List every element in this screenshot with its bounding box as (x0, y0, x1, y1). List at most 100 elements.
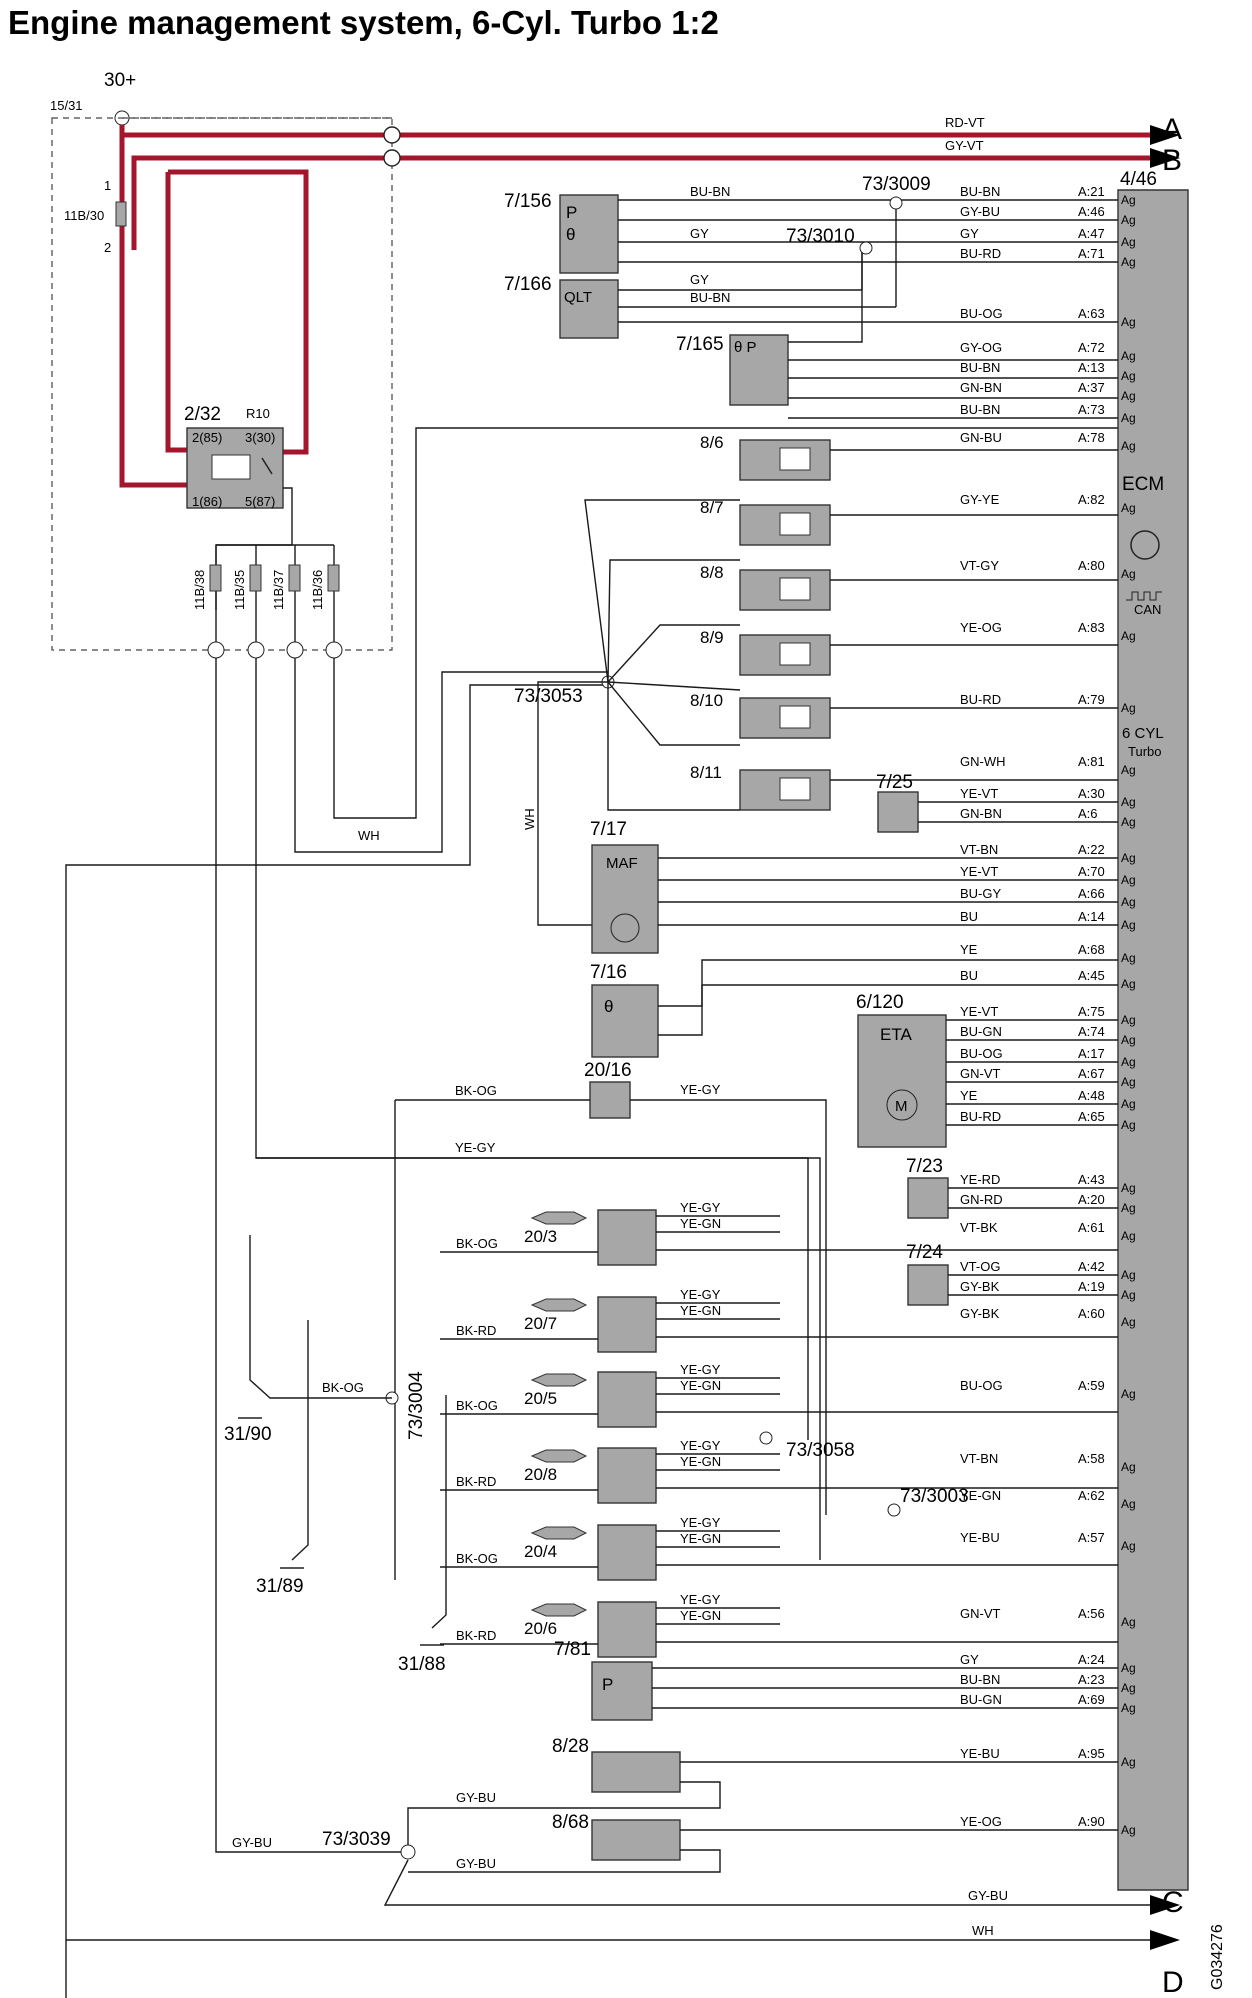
wire (658, 959, 1118, 1007)
ecm-pin-suffix: Ag (1121, 895, 1136, 909)
wire-label: BK-RD (456, 1474, 496, 1489)
sensor-7-81 (591, 1661, 653, 1721)
ecm-name: ECM (1122, 474, 1164, 495)
component-label: 7/165 (676, 334, 724, 355)
component-label: 7/17 (590, 819, 627, 840)
component-label: 20/3 (524, 1227, 557, 1246)
ecm-pin-number: A:65 (1078, 1109, 1105, 1124)
wire-color-label: GN-BU (960, 430, 1002, 445)
connector-d: D (1162, 1966, 1184, 1998)
coil-icon (779, 777, 811, 801)
wire-color-label: GY (960, 1652, 979, 1667)
wire-color-label: YE-VT (960, 786, 998, 801)
ecm-pin-number: A:61 (1078, 1220, 1105, 1235)
ecm-pin-suffix: Ag (1121, 1118, 1136, 1132)
splice-label: 73/3058 (786, 1440, 855, 1461)
spark-plug-icon (530, 1449, 588, 1463)
component-symbol: θ P (734, 339, 757, 356)
ecm-pin-number: A:90 (1078, 1814, 1105, 1829)
ecm-pin-suffix: Ag (1121, 795, 1136, 809)
wire-label: YE-GY (680, 1515, 721, 1530)
wire-label: YE-GY (680, 1592, 721, 1607)
valve-8-28 (591, 1751, 681, 1793)
rail-a-color: RD-VT (945, 115, 985, 130)
ecm-pin-suffix: Ag (1121, 1181, 1136, 1195)
ecm-pin-number: A:70 (1078, 864, 1105, 879)
ecm-pin-number: A:67 (1078, 1066, 1105, 1081)
component-label: 7/25 (876, 772, 913, 793)
wire-color-label: BU-RD (960, 1109, 1001, 1124)
ecm-pin-number: A:46 (1078, 204, 1105, 219)
component-symbol: P (602, 1675, 613, 1694)
component-symbol: θ (604, 997, 613, 1016)
wire-label: BK-OG (456, 1551, 498, 1566)
wire-color-label: GN-BN (960, 380, 1002, 395)
ignition-coil-20-7 (597, 1296, 657, 1353)
wire-color-label: BU-BN (960, 402, 1000, 417)
wire-label: YE-GN (680, 1454, 721, 1469)
ecm-pin-suffix: Ag (1121, 349, 1136, 363)
fuse-node (247, 641, 265, 659)
wire-color-label: BU-OG (960, 1046, 1003, 1061)
valve-group: 8/68/78/88/98/108/11 (690, 433, 1118, 811)
ecm-pin-suffix: Ag (1121, 977, 1136, 991)
wire-fuse-36 (333, 427, 1130, 819)
can-signal-icon (1126, 591, 1162, 601)
wire-color-label: VT-GY (960, 558, 999, 573)
ecm-pin-number: A:62 (1078, 1488, 1105, 1503)
component-label: 8/8 (700, 563, 724, 582)
fuse-row (209, 545, 340, 645)
connector-a: A (1162, 113, 1182, 146)
wire-color-label: BU-BN (960, 184, 1000, 199)
ecm-pin-suffix: Ag (1121, 1201, 1136, 1215)
coil-icon (779, 447, 811, 471)
sensor-7-17-maf (591, 844, 659, 954)
relay-feed (168, 169, 309, 455)
wire-color-label: GY-YE (960, 492, 1000, 507)
sensor-7-23 (907, 1177, 949, 1219)
ground-31-88-wire (431, 1395, 447, 1629)
ground-label: 31/90 (224, 1424, 272, 1445)
wire-label: WH (358, 828, 380, 843)
ecm-pin-number: A:20 (1078, 1192, 1105, 1207)
wire-label: YE-GY (455, 1140, 496, 1155)
wire-label: YE-GY (680, 1082, 721, 1097)
ignition-coil-20-6 (597, 1601, 657, 1658)
ecm-pin-suffix: Ag (1121, 1701, 1136, 1715)
component-symbol: P (566, 203, 577, 222)
spark-plug-icon (530, 1526, 588, 1540)
ecm-pin-suffix: Ag (1121, 1288, 1136, 1302)
spark-plug-icon (530, 1373, 588, 1387)
ecm-pin-number: A:23 (1078, 1672, 1105, 1687)
terminal-30-label: 30+ (104, 70, 136, 91)
wire-color-label: BU (960, 909, 978, 924)
wire-color-label: YE-VT (960, 1004, 998, 1019)
ecm-pin-suffix: Ag (1121, 369, 1136, 383)
ground-31-90-wire (249, 1235, 392, 1399)
relay-id: 2/32 (184, 404, 221, 425)
wire-label: YE-GN (680, 1531, 721, 1546)
wire-label: YE-GN (680, 1303, 721, 1318)
ecm-pin-number: A:58 (1078, 1451, 1105, 1466)
wire-color-label: YE-GN (960, 1488, 1001, 1503)
component-label: 8/11 (690, 763, 722, 782)
wire-color-label: YE-BU (960, 1530, 1000, 1545)
ecm-pin-number: A:59 (1078, 1378, 1105, 1393)
ecm-pin-number: A:78 (1078, 430, 1105, 445)
coil-icon (779, 512, 811, 536)
wire-label: BK-OG (322, 1380, 364, 1395)
fuse-label: 11B/38 (192, 570, 207, 610)
wire-color-label: BU-RD (960, 692, 1001, 707)
wire-color-label: GY-BK (960, 1279, 1000, 1294)
wire-label: BK-RD (456, 1628, 496, 1643)
ecm-pin-number: A:75 (1078, 1004, 1105, 1019)
splice-73-3009 (889, 196, 903, 210)
component-symbol: MAF (606, 855, 638, 872)
ground-label: 31/88 (398, 1654, 446, 1675)
wh-branches (537, 499, 741, 926)
fuse-label: 11B/37 (271, 570, 286, 610)
wire (630, 1099, 827, 1515)
wire (408, 1849, 721, 1873)
fuse-main-label: 11B/30 (64, 208, 104, 223)
capacitor-20-16 (589, 1081, 631, 1119)
